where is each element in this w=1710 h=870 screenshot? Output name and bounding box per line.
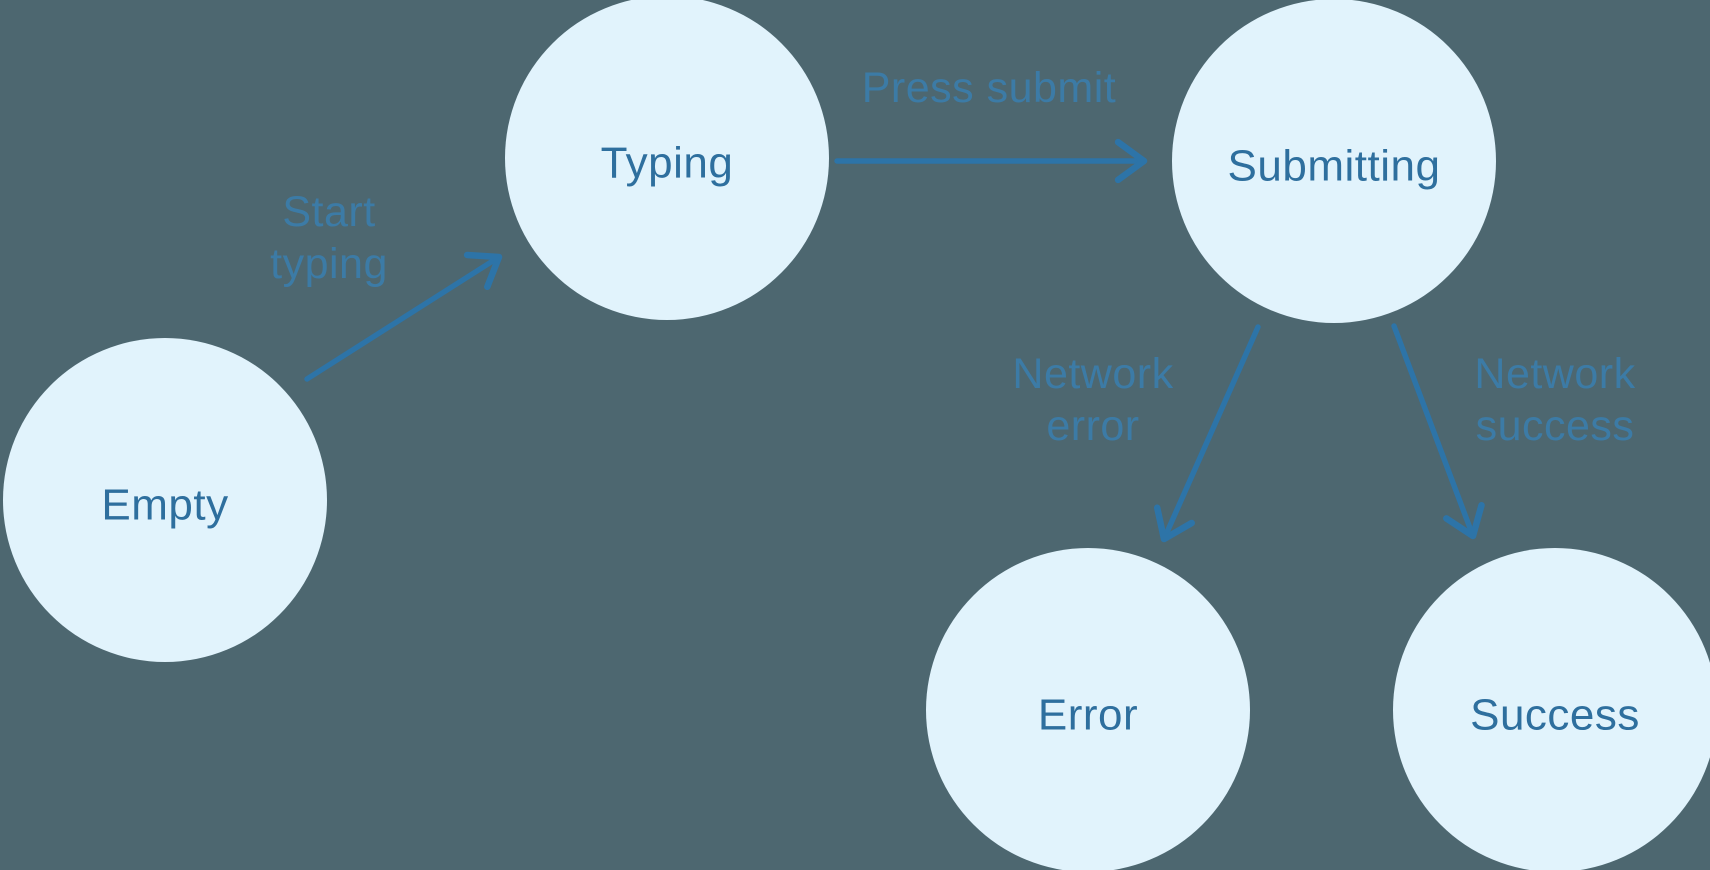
state-circle-success	[1393, 548, 1710, 870]
state-node-typing: Typing	[505, 0, 829, 320]
edge-label-network-success-line-1: Network	[1474, 350, 1635, 398]
edge-line-start-typing	[304, 254, 502, 382]
state-label-empty: Empty	[101, 481, 228, 530]
edge-press-submit: Press submit	[834, 64, 1148, 184]
state-label-success: Success	[1470, 691, 1640, 740]
state-circle-typing	[505, 0, 829, 320]
edge-label-start-typing-line-1: Start	[282, 188, 375, 236]
edge-line-network-success	[1391, 323, 1476, 539]
edge-label-network-error-line-1: Network	[1012, 350, 1173, 398]
state-node-success: Success	[1393, 548, 1710, 870]
edge-line-network-error	[1161, 324, 1261, 542]
state-node-submitting: Submitting	[1172, 0, 1496, 323]
edge-label-start-typing-line-2: typing	[270, 240, 388, 288]
state-circle-empty	[3, 338, 327, 662]
edge-label-network-error-line-2: error	[1046, 402, 1139, 450]
arrowhead-start-typing-icon	[463, 251, 503, 291]
edge-label-network-success-line-2: success	[1476, 402, 1635, 450]
arrowhead-network-error-icon	[1153, 504, 1195, 543]
state-label-error: Error	[1038, 691, 1138, 740]
arrowhead-network-success-icon	[1443, 501, 1485, 540]
state-label-submitting: Submitting	[1228, 142, 1441, 191]
arrowhead-press-submit-icon	[1114, 138, 1148, 184]
state-label-typing: Typing	[601, 139, 734, 188]
state-circle-submitting	[1172, 0, 1496, 323]
edge-label-press-submit-line-1: Press submit	[862, 64, 1117, 112]
state-node-empty: Empty	[3, 338, 327, 662]
state-circle-error	[926, 548, 1250, 870]
state-node-error: Error	[926, 548, 1250, 870]
